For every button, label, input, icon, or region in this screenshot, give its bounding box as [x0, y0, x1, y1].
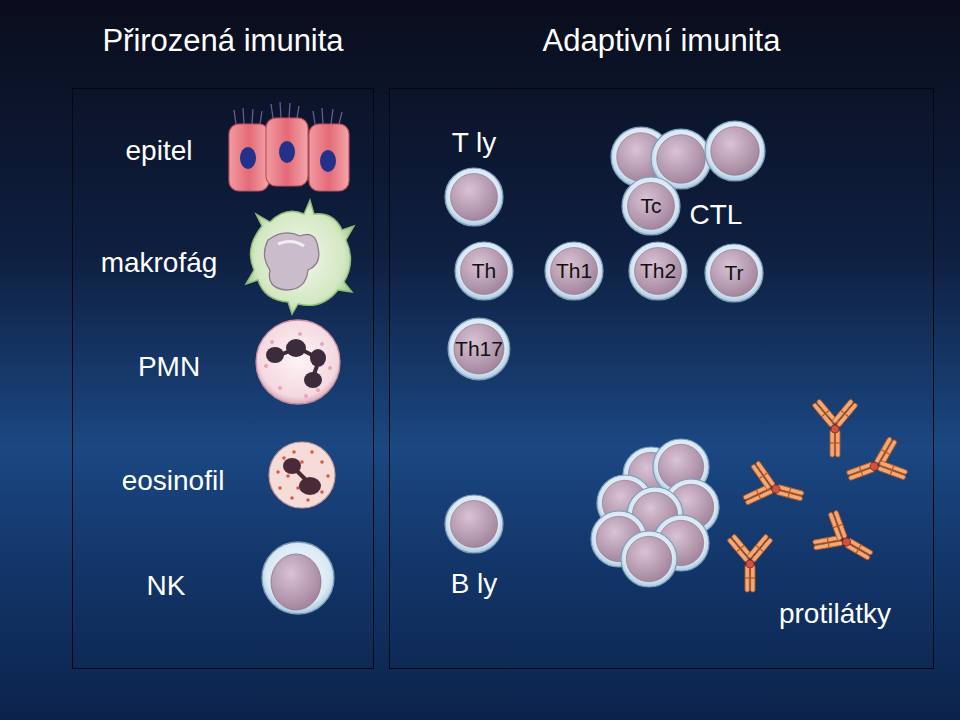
cell-label: epitel	[126, 135, 193, 167]
panel-heading: Adaptivní imunita	[350, 23, 960, 59]
lymphocyte-body	[455, 242, 513, 300]
plasma-cell-cluster	[591, 439, 719, 587]
neutrophil-illustration	[256, 320, 340, 404]
t-lymphocyte: T ly	[444, 127, 504, 227]
antibodies-label: protilátky	[779, 598, 891, 630]
nk-label: NK	[140, 566, 193, 606]
lymphocyte-body	[545, 242, 603, 300]
cell-label: B ly	[451, 568, 498, 600]
macrophage-label: makrofág	[94, 243, 225, 283]
cell-label: PMN	[138, 351, 200, 383]
ctl-label: CTL	[690, 199, 743, 231]
epithelium-label: epitel	[119, 131, 200, 171]
cell-label: Th17	[455, 337, 503, 361]
eosinophil-illustration	[269, 442, 335, 508]
regulatory-t-cell: Tr	[704, 243, 764, 303]
b-lymphocyte: B ly	[444, 494, 504, 600]
cell-label: Th	[472, 259, 497, 283]
cell-label: Th1	[556, 259, 592, 283]
th17-cell: Th17	[447, 317, 511, 381]
cell-label: Th2	[640, 259, 676, 283]
lymphocyte-shape	[444, 494, 504, 554]
macrophage-illustration	[246, 200, 354, 314]
cell-label: makrofág	[101, 247, 218, 279]
epithelium-illustration	[229, 102, 349, 191]
lymphocyte-body	[448, 318, 510, 380]
th1-cell: Th1	[544, 241, 604, 301]
antibodies	[727, 399, 911, 592]
innate-panel: Přirozená imunitaepitelmakrofágPMNeosino…	[72, 88, 374, 669]
lymphocyte-shape	[444, 167, 504, 227]
cell-label: Tc	[641, 194, 662, 218]
lymphocyte-body	[445, 168, 503, 226]
adaptive-panel: Adaptivní imunitaT lyTcThTh1Th2TrTh17B l…	[389, 88, 934, 669]
cell-label: Tr	[724, 261, 743, 285]
panel-heading: Přirozená imunita	[33, 23, 413, 59]
lymphocyte-body	[445, 495, 503, 553]
neutrophil-label: PMN	[131, 347, 207, 387]
lymphocyte-body	[705, 244, 763, 302]
cell-label: eosinofil	[122, 465, 225, 497]
cell-label: NK	[147, 570, 186, 602]
th2-cell: Th2	[628, 241, 688, 301]
cell-label: T ly	[452, 127, 497, 159]
lymphocyte-body	[629, 242, 687, 300]
eosinophil-label: eosinofil	[115, 461, 232, 501]
nk-cell-illustration	[262, 542, 334, 614]
lymphocyte-body	[622, 177, 680, 235]
cytotoxic-t-cell: Tc	[621, 176, 681, 236]
helper-t-cell: Th	[454, 241, 514, 301]
ctl-cluster	[611, 121, 765, 189]
